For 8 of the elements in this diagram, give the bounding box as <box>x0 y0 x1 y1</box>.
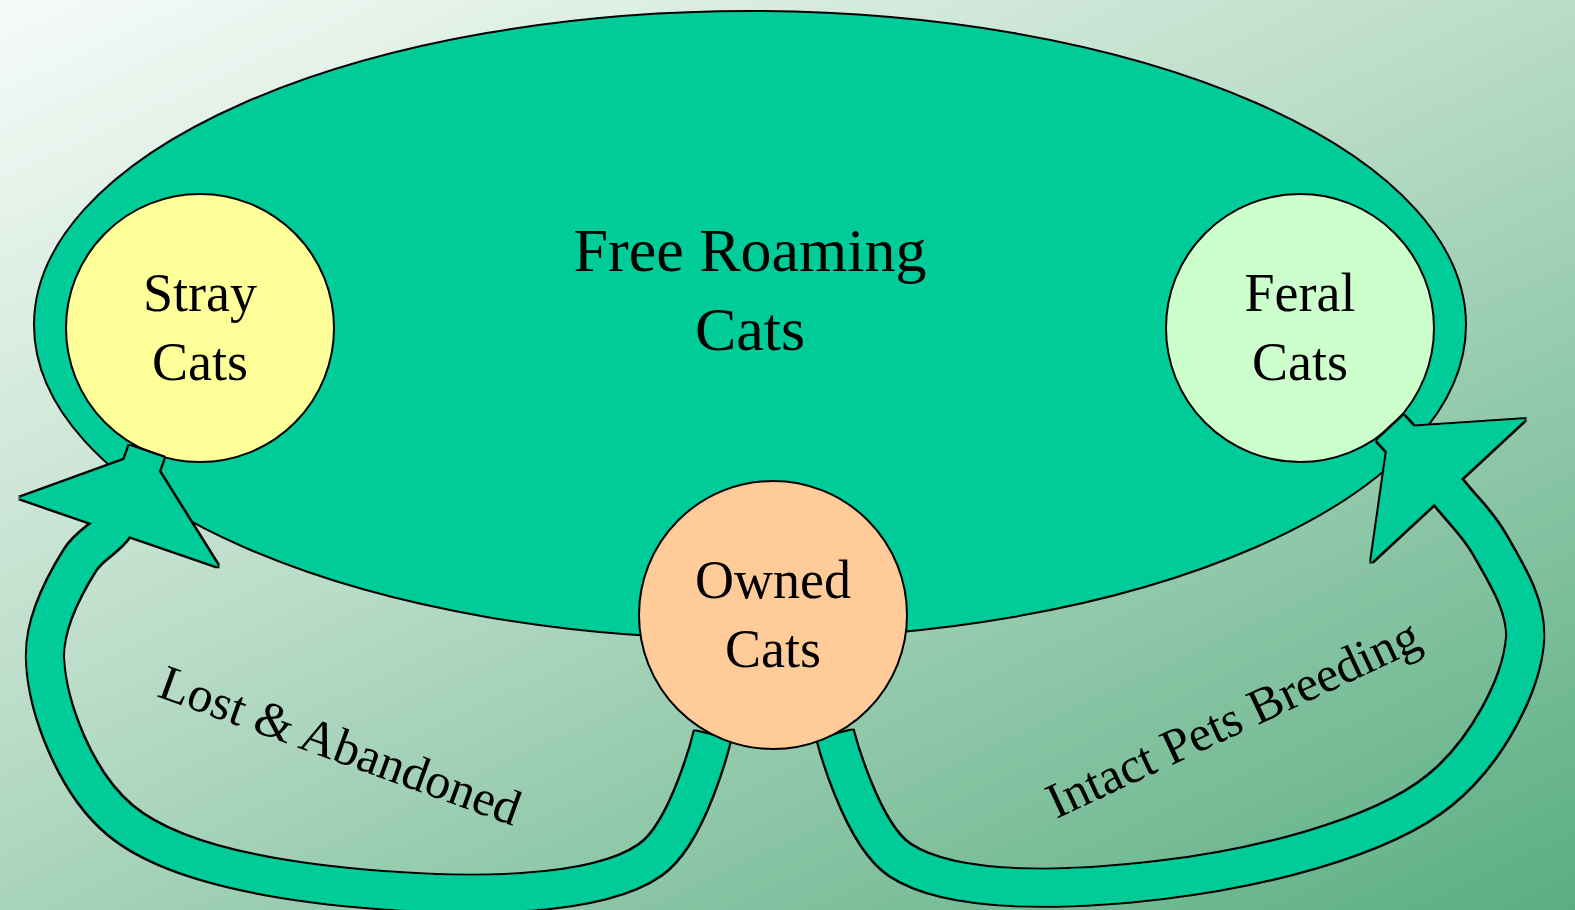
curved-arrow <box>817 416 1544 906</box>
node-label: Owned Cats <box>694 548 852 681</box>
circle-node <box>1165 193 1435 463</box>
node-label: Free Roaming Cats <box>572 214 928 365</box>
node-label: Feral Cats <box>1243 261 1357 394</box>
node-label: Stray Cats <box>142 261 258 394</box>
circle-node <box>65 193 335 463</box>
circle-node <box>638 480 908 750</box>
